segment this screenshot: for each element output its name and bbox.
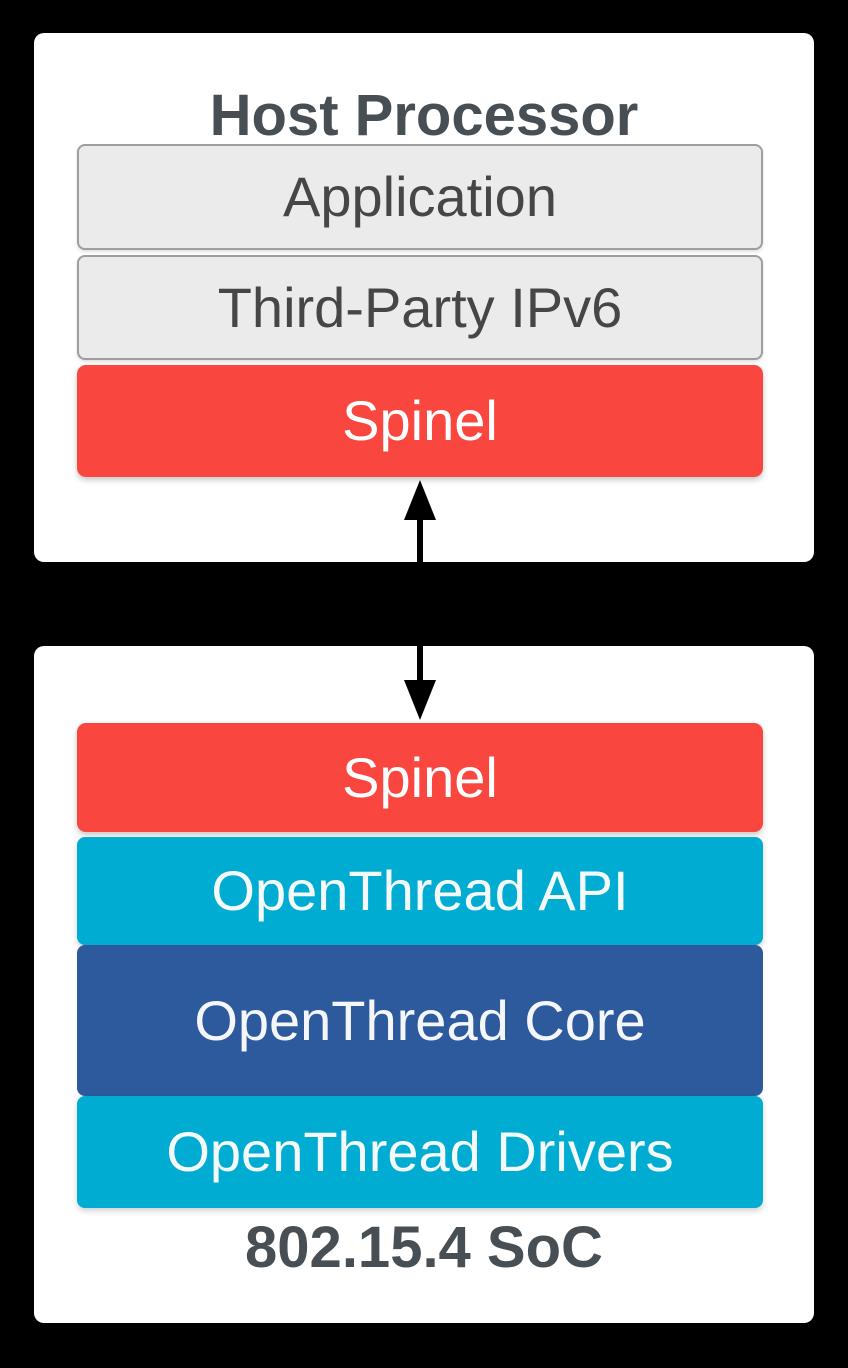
layer-spinel-host: Spinel <box>77 365 763 477</box>
layer-openthread-core-label: OpenThread Core <box>194 988 646 1052</box>
layer-spinel-host-label: Spinel <box>342 389 498 452</box>
layer-third-party-ipv6: Third-Party IPv6 <box>77 255 763 360</box>
layer-third-party-ipv6-label: Third-Party IPv6 <box>217 275 623 339</box>
layer-openthread-drivers-label: OpenThread Drivers <box>166 1120 674 1183</box>
host-processor-title: Host Processor <box>209 83 639 148</box>
soc-title: 802.15.4 SoC <box>245 1215 603 1280</box>
layer-openthread-drivers: OpenThread Drivers <box>77 1096 763 1208</box>
layer-openthread-api-label: OpenThread API <box>211 859 629 922</box>
layer-application-label: Application <box>283 165 557 228</box>
bidirectional-arrow-icon <box>403 478 437 722</box>
host-processor-box: Host Processor Application Third-Party I… <box>34 33 814 562</box>
layer-spinel-soc: Spinel <box>77 723 763 832</box>
soc-box: Spinel OpenThread API OpenThread Core Op… <box>34 646 814 1323</box>
layer-application: Application <box>77 144 763 250</box>
layer-spinel-soc-label: Spinel <box>342 745 498 809</box>
layer-openthread-api: OpenThread API <box>77 837 763 945</box>
layer-openthread-core: OpenThread Core <box>77 945 763 1096</box>
